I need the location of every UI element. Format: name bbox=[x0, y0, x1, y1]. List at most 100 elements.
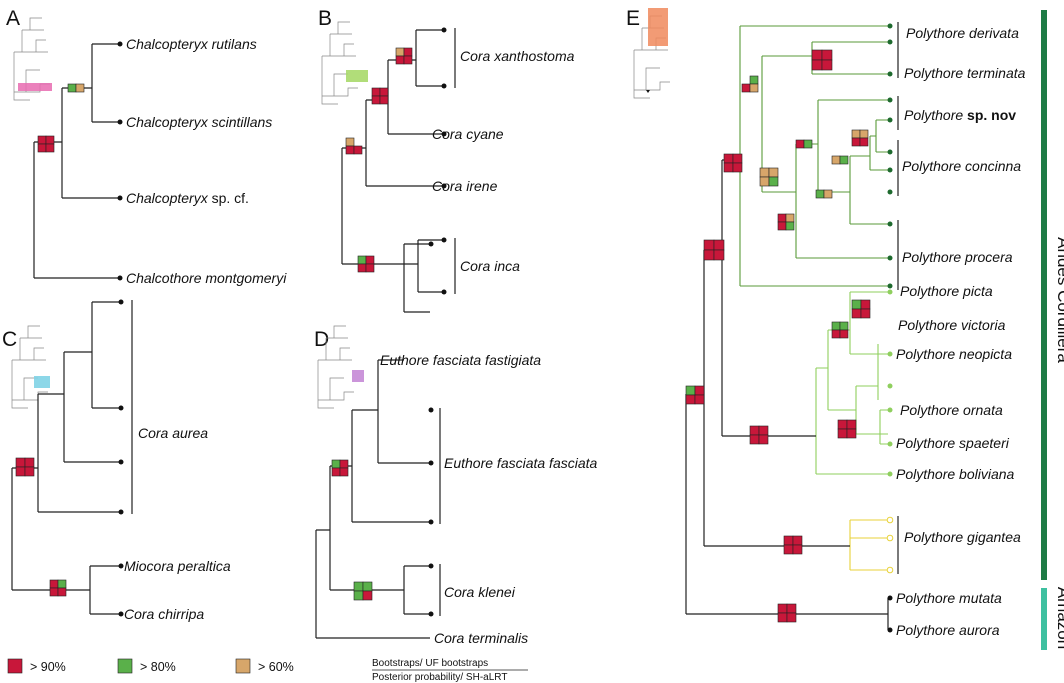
taxon-d-2: Euthore fasciata fasciata bbox=[444, 455, 598, 471]
taxon-b-2: Cora cyane bbox=[432, 126, 504, 142]
tips-b bbox=[441, 27, 447, 295]
taxon-e-8: Polythore neopicta bbox=[896, 346, 1012, 362]
taxon-c-3: Cora chirripa bbox=[124, 606, 204, 622]
taxon-e-10: Polythore spaeteri bbox=[896, 435, 1010, 451]
tree-b bbox=[341, 29, 443, 293]
support-node-e17 bbox=[777, 603, 797, 623]
support-node-e8 bbox=[831, 155, 849, 165]
support-node-e6 bbox=[777, 213, 795, 231]
taxon-e-14: Polythore aurora bbox=[896, 622, 1000, 638]
taxon-a-3: Chalcopteryx sp. cf. bbox=[126, 190, 249, 206]
panel-b: B bbox=[318, 7, 575, 295]
support-node-e11 bbox=[851, 299, 871, 319]
taxon-d-3: Cora klenei bbox=[444, 584, 516, 600]
taxon-a-4: Chalcothore montgomeryi bbox=[126, 270, 287, 286]
tips-d bbox=[428, 241, 434, 617]
taxon-b-3: Cora irene bbox=[432, 178, 498, 194]
thumbnail-tree-c bbox=[11, 325, 48, 409]
support-node-b3 bbox=[395, 47, 413, 65]
support-node-e1 bbox=[811, 49, 833, 71]
taxon-e-2: Polythore terminata bbox=[904, 65, 1026, 81]
region-bar-andes bbox=[1041, 10, 1047, 580]
support-node-e5 bbox=[795, 139, 813, 149]
support-node-b4 bbox=[357, 255, 375, 273]
highlight-b bbox=[346, 70, 368, 82]
taxon-c-1: Cora aurea bbox=[138, 425, 208, 441]
thumbnail-tree-d bbox=[317, 325, 354, 409]
legend-item-60: > 60% bbox=[235, 658, 294, 674]
support-node-e7 bbox=[815, 189, 833, 199]
highlight-e bbox=[648, 8, 668, 46]
legend-item-90: > 90% bbox=[7, 658, 66, 674]
legend-item-80: > 80% bbox=[117, 658, 176, 674]
panel-letter-a: A bbox=[6, 7, 20, 30]
taxon-e-12: Polythore gigantea bbox=[904, 529, 1021, 545]
tips-c bbox=[118, 299, 124, 617]
legend: > 90% > 80% > 60% Bootstraps/ UF bootstr… bbox=[7, 658, 528, 683]
support-node-b2 bbox=[371, 87, 389, 105]
highlight-c bbox=[34, 376, 50, 388]
support-node-e2 bbox=[741, 75, 759, 93]
panel-a: A Chalcopteryx rutilans Chalcopteryx sci… bbox=[6, 7, 287, 286]
panel-c: C Cora aurea bbox=[2, 299, 231, 622]
panel-letter-c: C bbox=[2, 328, 17, 351]
tips-a bbox=[117, 41, 123, 281]
taxon-e-11: Polythore boliviana bbox=[896, 466, 1015, 482]
taxon-e-9: Polythore ornata bbox=[900, 402, 1003, 418]
highlight-a bbox=[18, 83, 52, 91]
tree-e-andes-light bbox=[815, 291, 888, 475]
panel-letter-e: E bbox=[626, 7, 640, 30]
support-node-e13 bbox=[837, 419, 857, 439]
panel-letter-d: D bbox=[314, 328, 329, 351]
tips-e bbox=[886, 23, 894, 633]
taxon-e-5: Polythore procera bbox=[902, 249, 1013, 265]
legend-support-top: Bootstraps/ UF bootstraps bbox=[372, 658, 488, 669]
panel-d: D Eut bbox=[314, 241, 598, 646]
taxon-e-13: Polythore mutata bbox=[896, 590, 1002, 606]
support-node-e9 bbox=[851, 129, 869, 147]
tree-d bbox=[315, 243, 430, 639]
taxon-b-4: Cora inca bbox=[460, 258, 520, 274]
tree-e-gigantea bbox=[849, 519, 888, 571]
region-label-andes: Andes Cordillera bbox=[1054, 237, 1064, 363]
tree-e-backbone bbox=[685, 159, 889, 630]
support-node-e3 bbox=[723, 153, 743, 173]
support-node-b1 bbox=[345, 137, 363, 155]
support-node-e14 bbox=[749, 425, 769, 445]
legend-swatch-80 bbox=[117, 658, 133, 674]
support-node-d2 bbox=[353, 581, 373, 601]
thumbnail-root-e bbox=[646, 90, 650, 93]
support-node-e16 bbox=[783, 535, 803, 555]
support-node-e10 bbox=[703, 239, 725, 261]
legend-label-80: > 80% bbox=[140, 660, 176, 674]
support-node-e15 bbox=[685, 385, 705, 405]
taxon-e-3: Polythore sp. nov bbox=[904, 107, 1016, 123]
taxon-c-2: Miocora peraltica bbox=[124, 558, 231, 574]
highlight-d bbox=[352, 370, 364, 382]
taxon-e-4: Polythore concinna bbox=[902, 158, 1021, 174]
legend-swatch-90 bbox=[7, 658, 23, 674]
legend-label-60: > 60% bbox=[258, 660, 294, 674]
support-node-c1 bbox=[15, 457, 35, 477]
tree-a bbox=[33, 43, 118, 279]
legend-support-bottom: Posterior probability/ SH-aLRT bbox=[372, 672, 507, 683]
support-node-e4 bbox=[759, 167, 779, 187]
thumbnail-tree-b bbox=[321, 21, 358, 105]
panel-e: E bbox=[626, 7, 1064, 650]
support-node-e12 bbox=[831, 321, 849, 339]
region-bar-amazon bbox=[1041, 588, 1047, 650]
support-node-d1 bbox=[331, 459, 349, 477]
legend-swatch-60 bbox=[235, 658, 251, 674]
support-node-c2 bbox=[49, 579, 67, 597]
taxon-e-1: Polythore derivata bbox=[906, 25, 1019, 41]
taxon-e-7: Polythore victoria bbox=[898, 317, 1006, 333]
taxon-a-1: Chalcopteryx rutilans bbox=[126, 36, 257, 52]
legend-label-90: > 90% bbox=[30, 660, 66, 674]
region-label-amazon: Amazon bbox=[1054, 587, 1064, 649]
support-node-a1 bbox=[37, 135, 55, 153]
taxon-e-6: Polythore picta bbox=[900, 283, 993, 299]
taxon-b-1: Cora xanthostoma bbox=[460, 48, 575, 64]
support-node-a2 bbox=[67, 83, 85, 93]
panel-letter-b: B bbox=[318, 7, 332, 30]
